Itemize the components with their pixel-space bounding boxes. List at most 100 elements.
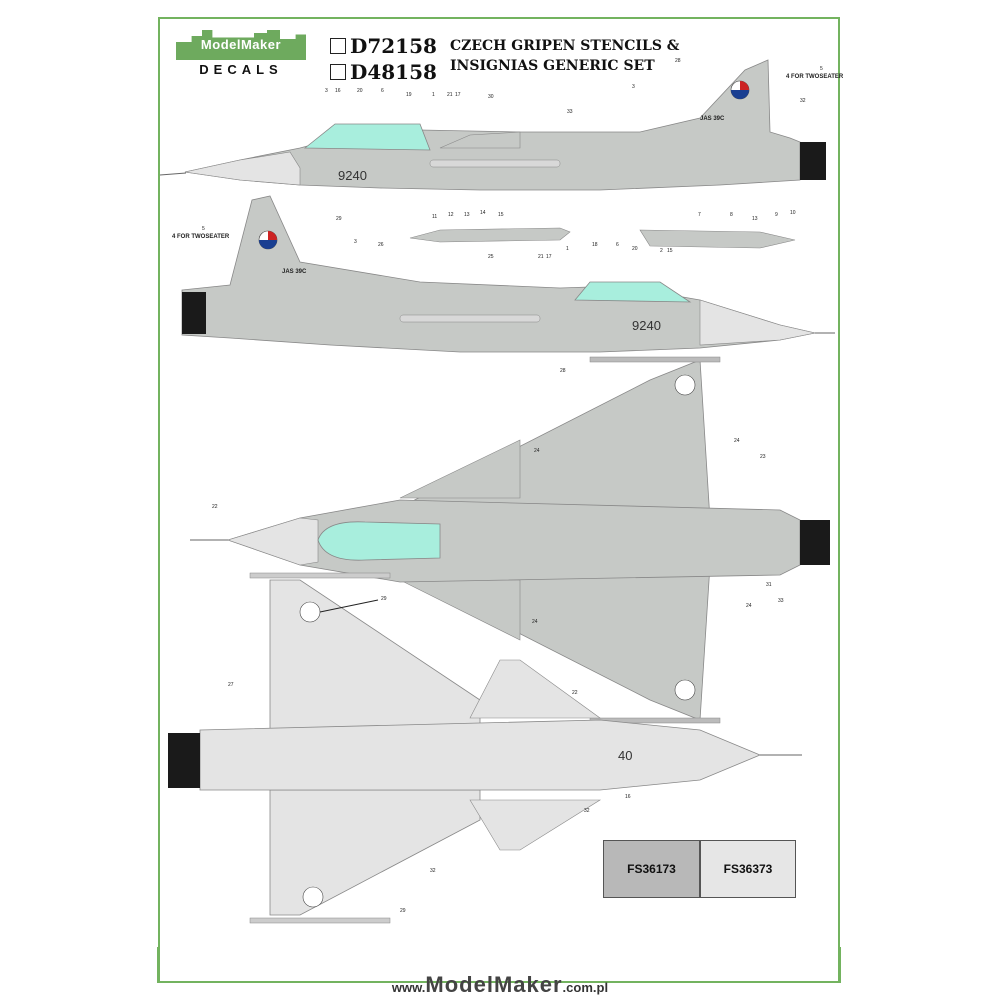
- twoseater-note: 4 FOR TWOSEATER: [172, 234, 230, 240]
- title-line-1: CZECH GRIPEN STENCILS &: [450, 38, 680, 54]
- callout: 26: [378, 242, 384, 248]
- callout: 1: [432, 92, 435, 98]
- callout: 10: [790, 210, 796, 216]
- exhaust: [168, 733, 200, 788]
- callout: 31: [766, 582, 772, 588]
- callout-labels: 29 27 32 32 16 29: [228, 596, 631, 914]
- callout: 6: [381, 88, 384, 94]
- wingtip-rail: [249, 572, 391, 579]
- product-code-1: D72158: [330, 33, 437, 59]
- callout: 3: [325, 88, 328, 94]
- callout: 16: [335, 88, 341, 94]
- callout: 28: [675, 58, 681, 64]
- callout: 14: [480, 210, 486, 216]
- callout: 7: [698, 212, 701, 218]
- url-prefix: www.: [391, 980, 426, 995]
- canard: [469, 799, 602, 851]
- nose-radome: [699, 299, 816, 346]
- callout: 21: [538, 254, 544, 260]
- callout: 33: [778, 598, 784, 604]
- callout: 29: [400, 908, 406, 914]
- callout: 29: [336, 216, 342, 222]
- callout: 2: [660, 248, 663, 254]
- fuselage: [199, 719, 762, 791]
- callout: 24: [734, 438, 740, 444]
- leader-line: [319, 599, 379, 613]
- wingtip-rail: [589, 356, 721, 363]
- product-code-text: D72158: [350, 34, 437, 58]
- callout: 13: [752, 216, 758, 222]
- type-marking: JAS 39C: [282, 269, 307, 275]
- serial-number: 9240: [338, 168, 367, 183]
- roundel-icon: [674, 374, 696, 396]
- callout: 18: [592, 242, 598, 248]
- top-plan-view: 28 24 24 23 22 31 24 33 24 22: [190, 356, 830, 724]
- swatch-label: FS36373: [723, 862, 773, 876]
- side-view-left: 9240 JAS 39C 4 FOR TWOSEATER 3 16 20 6 1…: [159, 58, 844, 191]
- url-suffix: .com.pl: [562, 980, 609, 995]
- callout: 13: [464, 212, 470, 218]
- callout: 1: [566, 246, 569, 252]
- canard: [439, 131, 521, 149]
- callout: 24: [534, 448, 540, 454]
- callout: 5: [820, 66, 823, 72]
- callout: 23: [760, 454, 766, 460]
- side-view-right: 9240 JAS 39C 4 FOR TWOSEATER 5 29 3 26 2…: [172, 195, 835, 353]
- callout: 16: [625, 794, 631, 800]
- canard: [399, 439, 521, 499]
- roundel-icon: [299, 601, 321, 623]
- callout: 24: [746, 603, 752, 609]
- external-tanks: 11 12 13 14 15 7 8 13 9 10: [409, 210, 796, 249]
- tank-right: [639, 229, 796, 249]
- product-code-2: D48158: [330, 59, 437, 85]
- callout: 5: [202, 226, 205, 232]
- product-code-text: D48158: [350, 60, 437, 84]
- callout: 32: [584, 808, 590, 814]
- pitot: [159, 172, 187, 176]
- callout: 30: [488, 94, 494, 100]
- callout: 21: [447, 92, 453, 98]
- callout: 17: [455, 92, 461, 98]
- checkbox-icon: [330, 38, 346, 54]
- tank-left: [409, 227, 571, 243]
- callout: 27: [228, 682, 234, 688]
- missile: [429, 159, 561, 168]
- wing: [269, 789, 481, 916]
- color-swatch-fs36373: FS36373: [700, 840, 796, 898]
- exhaust: [182, 292, 206, 334]
- type-marking: JAS 39C: [700, 116, 725, 122]
- callout: 22: [212, 504, 218, 510]
- bottom-plan-view: 40 29 27 32 32 16 29: [168, 572, 802, 924]
- url-brand: ModelMaker: [425, 972, 563, 997]
- checkbox-icon: [330, 64, 346, 80]
- canard: [469, 659, 601, 719]
- callout: 20: [357, 88, 363, 94]
- nose-radome: [184, 151, 301, 186]
- canopy: [317, 521, 441, 561]
- logo-decals-text: DECALS: [199, 62, 283, 77]
- callout: 15: [667, 248, 673, 254]
- callout: 19: [406, 92, 412, 98]
- canopy: [574, 281, 692, 303]
- serial-number: 40: [618, 748, 632, 763]
- callout-labels: 3 16 20 6 19 1 21 17 30 33 28 5 3 32: [325, 58, 823, 115]
- roundel-red: [268, 231, 277, 240]
- callout: 12: [448, 212, 454, 218]
- swatch-label: FS36173: [627, 862, 676, 876]
- callout: 22: [572, 690, 578, 696]
- callout: 25: [488, 254, 494, 260]
- sheet-title: CZECH GRIPEN STENCILS & INSIGNIAS GENERI…: [450, 36, 730, 76]
- website-url[interactable]: www.ModelMaker.com.pl: [0, 972, 1000, 998]
- callout: 24: [532, 619, 538, 625]
- roundel-red: [740, 81, 749, 90]
- callout: 32: [800, 98, 806, 104]
- callout: 8: [730, 212, 733, 218]
- callout: 33: [567, 109, 573, 115]
- canopy: [303, 123, 431, 151]
- canard: [399, 579, 521, 641]
- callout-labels: 5 29 3 26 25 21 17 1 18 6 20 2 15: [202, 216, 673, 260]
- callout: 9: [775, 212, 778, 218]
- callout: 29: [381, 596, 387, 602]
- callout: 20: [632, 246, 638, 252]
